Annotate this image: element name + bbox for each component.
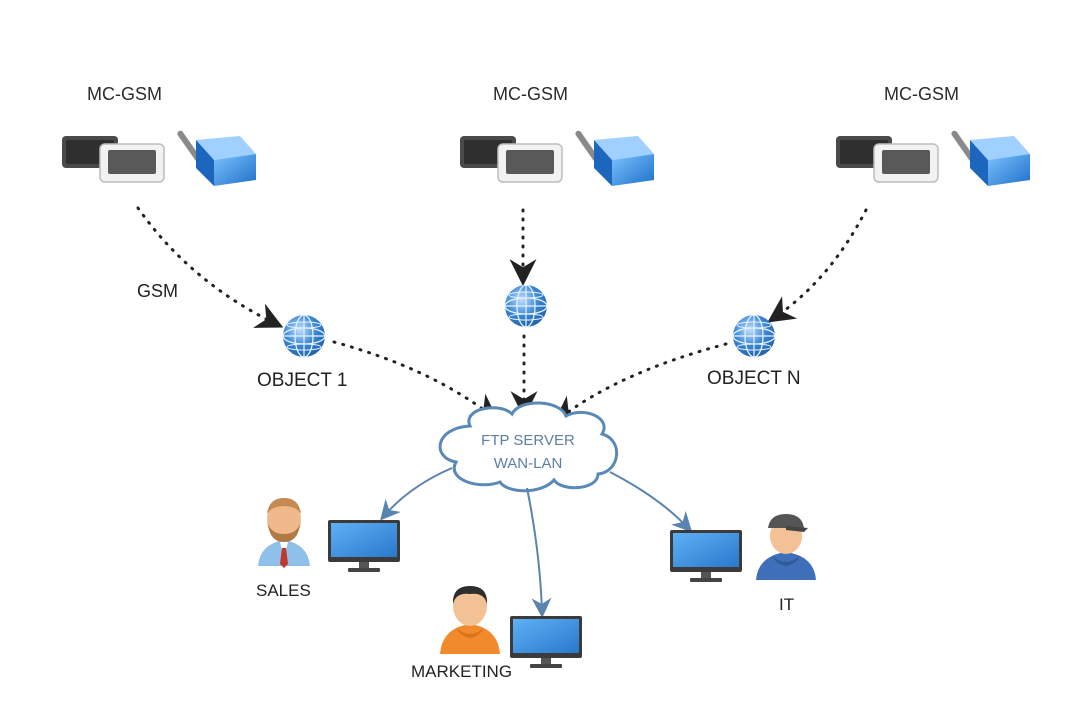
gsm-link-label: GSM: [137, 281, 179, 301]
server-label-line1: FTP SERVER: [481, 432, 575, 449]
user-label-marketing: MARKETING: [411, 662, 513, 681]
device-group-1: [61, 128, 257, 187]
dotted-link-3: [767, 208, 868, 323]
globe-icon-object-2: [504, 284, 548, 328]
user-label-it: IT: [779, 595, 795, 614]
dotted-link-6: [553, 342, 728, 423]
user-icon-sales: [258, 498, 310, 568]
monitor-icon-marketing: [510, 616, 582, 668]
device-label-2: MC-GSM: [493, 84, 568, 104]
device-label-1: MC-GSM: [87, 84, 162, 104]
device-group-2: [459, 128, 655, 187]
dotted-link-4: [332, 340, 499, 421]
monitor-icon-it: [670, 530, 742, 582]
device-label-3: MC-GSM: [884, 84, 959, 104]
dotted-link-1: [136, 206, 284, 328]
globe-icon-object-1: [282, 314, 326, 358]
arrow-to-it: [609, 471, 693, 533]
globe-icon-object-n: [732, 314, 776, 358]
arrow-to-sales: [380, 467, 453, 521]
monitor-icon-sales: [328, 520, 400, 572]
user-label-sales: SALES: [256, 581, 311, 600]
user-icon-marketing: [440, 586, 500, 654]
ftp-server-cloud: [438, 401, 619, 493]
object-label-1: OBJECT 1: [257, 370, 348, 391]
arrow-to-marketing: [526, 487, 552, 618]
device-group-3: [835, 128, 1031, 187]
server-label-line2: WAN-LAN: [493, 455, 563, 472]
user-icon-it: [756, 514, 816, 580]
object-label-n: OBJECT N: [707, 368, 801, 389]
